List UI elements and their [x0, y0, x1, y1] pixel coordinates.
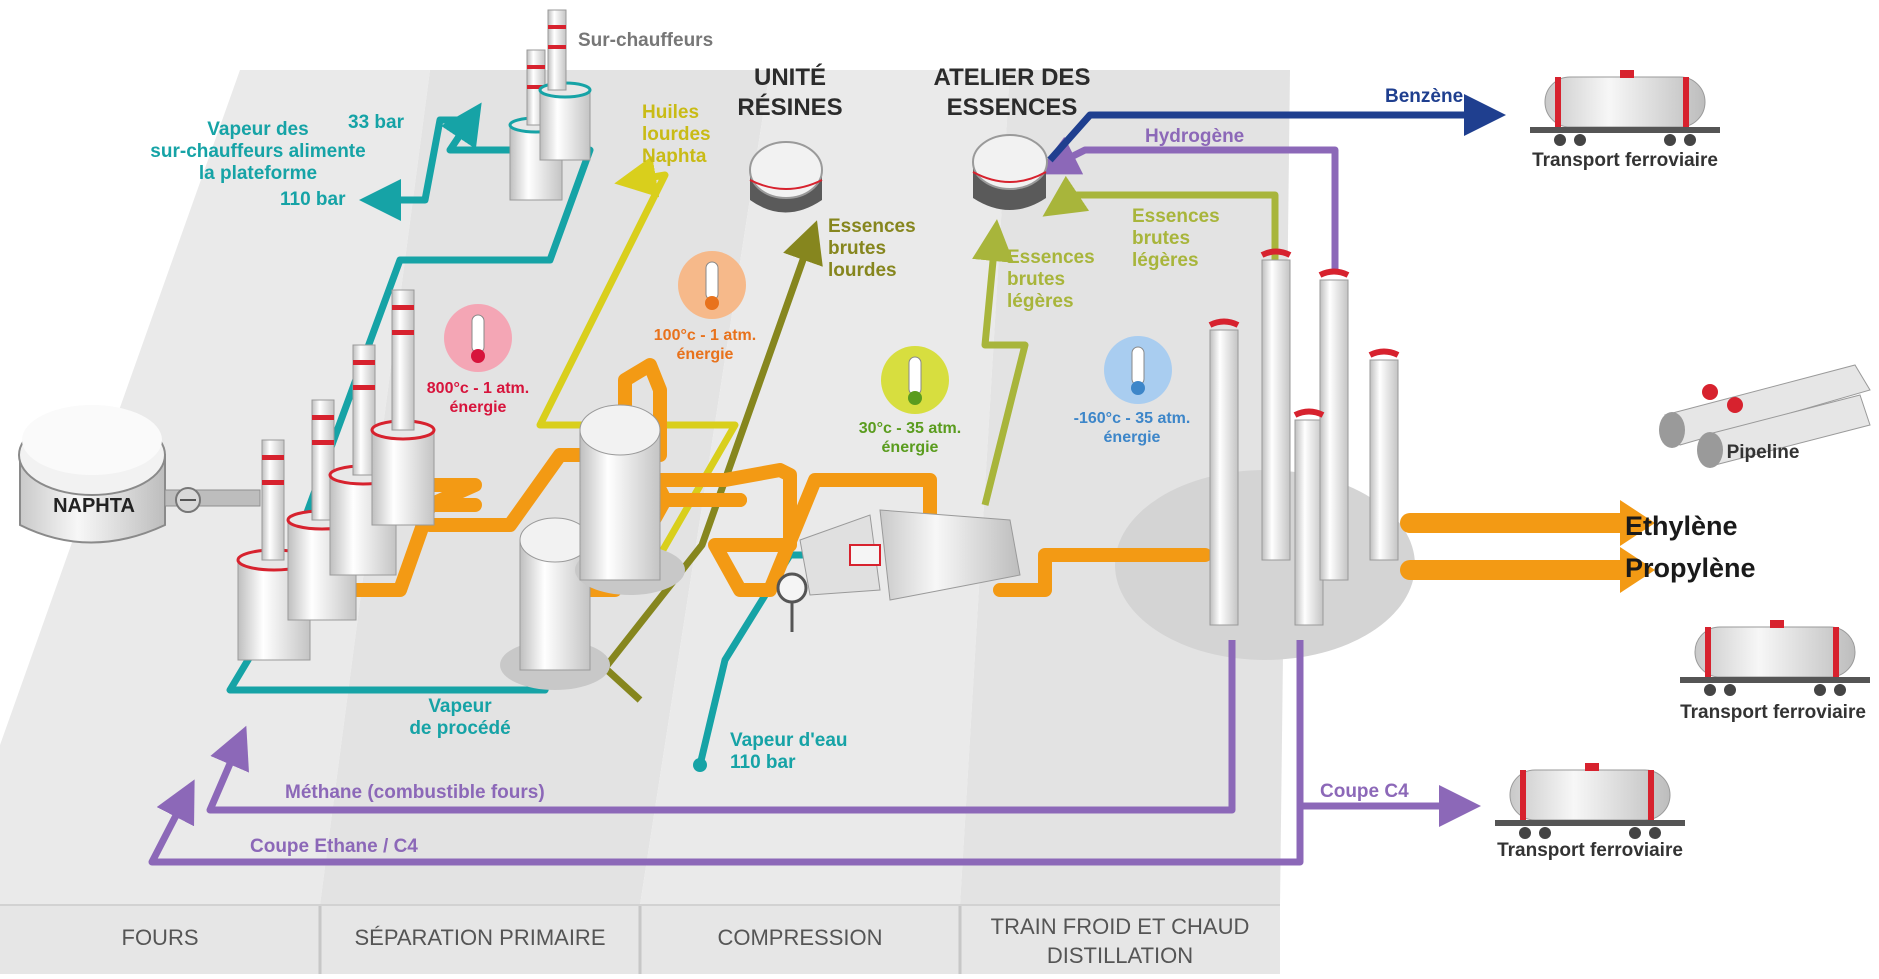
rail-transport-2-label: Transport ferroviaire [1680, 702, 1866, 723]
process-steam-line2: de procédé [409, 718, 510, 739]
benzene-line [1047, 94, 1506, 163]
naphta-tank-label: NAPHTA [53, 495, 135, 517]
rail-tank-car-3 [1495, 763, 1685, 839]
gasoline-workshop-title-line1: ATELIER DES [934, 64, 1091, 91]
steam-platform-line3: la plateforme [199, 163, 317, 184]
resin-unit-title-line1: UNITÉ [754, 63, 826, 91]
methane-line [206, 640, 1236, 814]
steam-platform-line2: sur-chauffeurs alimente [150, 141, 365, 162]
compressor [776, 509, 1021, 632]
superheaters-label: Sur-chauffeurs [578, 30, 713, 51]
section-label-train-line1: TRAIN FROID ET CHAUD [991, 914, 1250, 939]
process-steam-line1: Vapeur [428, 696, 492, 717]
energy-badge-minus160-label: énergie [1104, 429, 1161, 446]
section-panels [0, 70, 1290, 974]
section-labels: FOURS SÉPARATION PRIMAIRE COMPRESSION TR… [122, 914, 1250, 968]
product-arrows [1400, 500, 1655, 593]
ethane-cut-label: Coupe Ethane / C4 [250, 836, 418, 857]
propylene-label: Propylène [1625, 553, 1756, 583]
water-steam-line2: 110 bar [730, 752, 796, 773]
water-steam-inlet [693, 758, 707, 772]
light-gasoline-a-line3: légères [1007, 291, 1074, 312]
steam-platform-line1: Vapeur des [207, 119, 308, 140]
pressure-110-label: 110 bar [280, 189, 346, 210]
naphta-outlet-valve [164, 487, 261, 513]
heavy-gasoline-line [601, 220, 823, 703]
diagram-labels: Sur-chauffeurs Vapeur des sur-chauffeurs… [150, 30, 1866, 861]
rail-transport-1-label: Transport ferroviaire [1532, 150, 1718, 171]
water-steam-line1: Vapeur d'eau [730, 730, 848, 751]
energy-badge-800-label: énergie [450, 399, 507, 416]
separation-columns [500, 404, 685, 690]
heavy-oils-line3: Naphta [642, 146, 707, 167]
heavy-oils-line2: lourdes [642, 124, 711, 145]
c4-cut-label: Coupe C4 [1320, 781, 1409, 802]
light-gasoline-b-line2: brutes [1132, 228, 1190, 249]
hydrogen-label: Hydrogène [1145, 126, 1244, 147]
furnace-stacks [236, 289, 436, 661]
light-gasoline-b-line3: légères [1132, 250, 1199, 271]
section-label-fours: FOURS [122, 925, 199, 950]
hydrogen-line [1036, 136, 1339, 270]
energy-badge-800-temp: 800°c - 1 atm. [427, 380, 529, 397]
section-label-compression: COMPRESSION [717, 925, 882, 950]
naphta-tank: NAPHTA [18, 405, 166, 544]
energy-badge-30-temp: 30°c - 35 atm. [859, 420, 961, 437]
energy-badge-100: 100°c - 1 atm. énergie [654, 251, 756, 363]
benzene-label: Benzène [1385, 86, 1463, 107]
distillation-columns [1208, 248, 1400, 626]
ethylene-label: Ethylène [1625, 511, 1738, 541]
pipeline-label: Pipeline [1727, 442, 1800, 463]
pressure-33-label: 33 bar [348, 112, 405, 133]
resin-unit-title-line2: RÉSINES [737, 93, 842, 121]
superheater-stacks [508, 9, 592, 201]
ethane-cut-line [148, 640, 1304, 866]
section-label-train-line2: DISTILLATION [1047, 943, 1193, 968]
energy-badge-minus160: -160°c - 35 atm. énergie [1074, 336, 1191, 446]
resin-unit-tank [749, 141, 823, 213]
energy-badge-100-temp: 100°c - 1 atm. [654, 327, 756, 344]
energy-badge-100-label: énergie [677, 346, 734, 363]
section-label-separation: SÉPARATION PRIMAIRE [354, 925, 605, 950]
rail-tank-car-1 [1530, 70, 1720, 146]
pressure-gauge-icon [776, 572, 808, 604]
energy-badge-30: 30°c - 35 atm. énergie [859, 346, 961, 456]
heavy-gasoline-line2: brutes [828, 238, 886, 259]
light-gasoline-b-line1: Essences [1132, 206, 1220, 227]
heavy-oils-line1: Huiles [642, 102, 699, 123]
rail-tank-car-2 [1680, 620, 1870, 696]
methane-label: Méthane (combustible fours) [285, 782, 545, 803]
energy-badge-800: 800°c - 1 atm. énergie [427, 304, 529, 416]
gasoline-workshop-tank [972, 134, 1048, 210]
pipeline-icon [1659, 364, 1871, 468]
heavy-gasoline-line1: Essences [828, 216, 916, 237]
rail-transport-3-label: Transport ferroviaire [1497, 840, 1683, 861]
energy-badge-30-label: énergie [882, 439, 939, 456]
light-gasoline-a-line1: Essences [1007, 247, 1095, 268]
light-gasoline-a-line2: brutes [1007, 269, 1065, 290]
heavy-gasoline-line3: lourdes [828, 260, 897, 281]
gasoline-workshop-title-line2: ESSENCES [947, 94, 1078, 121]
energy-badge-minus160-temp: -160°c - 35 atm. [1074, 410, 1191, 427]
